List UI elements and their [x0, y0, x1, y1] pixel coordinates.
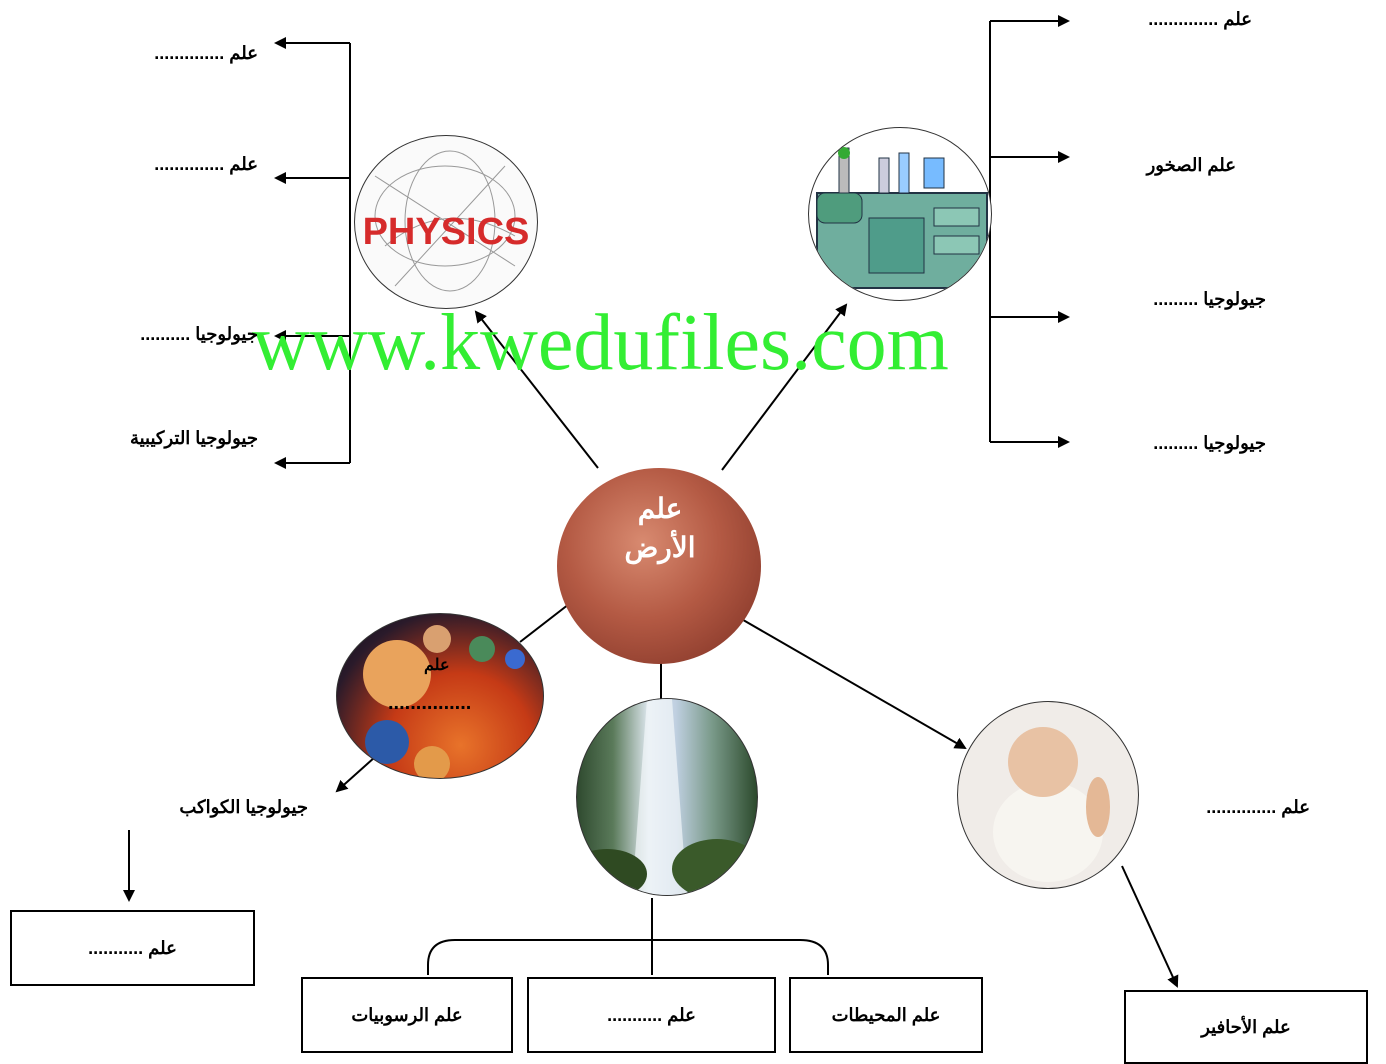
paleontology-text: علم الأحافير: [1201, 1016, 1291, 1037]
right-label-1: علم ..............: [1148, 9, 1252, 29]
right-label-3: جيولوجيا .........: [1153, 289, 1266, 309]
sedimentology-box: علم الرسوبيات: [301, 977, 513, 1053]
baby-image: [957, 701, 1139, 889]
left-label-3: جيولوجيا ..........: [140, 324, 258, 344]
left-label-2: علم ..............: [154, 154, 258, 174]
oceanography-text: علم المحيطات: [831, 1004, 941, 1025]
blank-science-box: علم ...........: [527, 977, 776, 1053]
laboratory-icon: [816, 147, 988, 289]
earth-label-line2: الأرض: [624, 532, 696, 563]
left-label-1: علم ..............: [154, 43, 258, 63]
physics-sketch-icon: PHYSICS: [363, 150, 530, 292]
watermark: www.kwedufiles.com: [252, 299, 949, 387]
blank-science-text: علم ...........: [607, 1004, 696, 1025]
earth-sphere: [557, 468, 761, 664]
planetary-science-box: علم ...........: [10, 910, 255, 986]
physics-image: PHYSICS: [354, 135, 538, 309]
planets-inner-label: علم: [424, 657, 450, 674]
planetary-geology-label: جيولوجيا الكواكب: [179, 797, 308, 817]
oceanography-box: علم المحيطات: [789, 977, 983, 1053]
baby-icon: [993, 727, 1110, 882]
waterfall-icon: [577, 699, 757, 895]
waterfall-image: [576, 698, 758, 896]
baby-side-label: علم ..............: [1206, 797, 1310, 817]
solar-system-icon: [363, 625, 525, 778]
paleontology-box: علم الأحافير: [1124, 990, 1368, 1064]
earth-label-line1: علم: [637, 493, 683, 524]
planets-dots: ...............: [388, 692, 472, 714]
planetary-science-text: علم ...........: [88, 937, 177, 958]
right-label-4: جيولوجيا .........: [1153, 433, 1266, 453]
right-label-2: علم الصخور: [1146, 155, 1236, 175]
physics-title: PHYSICS: [363, 211, 530, 253]
planets-image: [336, 613, 544, 779]
lab-image: [808, 127, 992, 301]
sedimentology-text: علم الرسوبيات: [351, 1004, 463, 1025]
left-label-4: جيولوجيا التركيبية: [129, 428, 258, 448]
earth-science-label: علم الأرض: [590, 492, 730, 564]
